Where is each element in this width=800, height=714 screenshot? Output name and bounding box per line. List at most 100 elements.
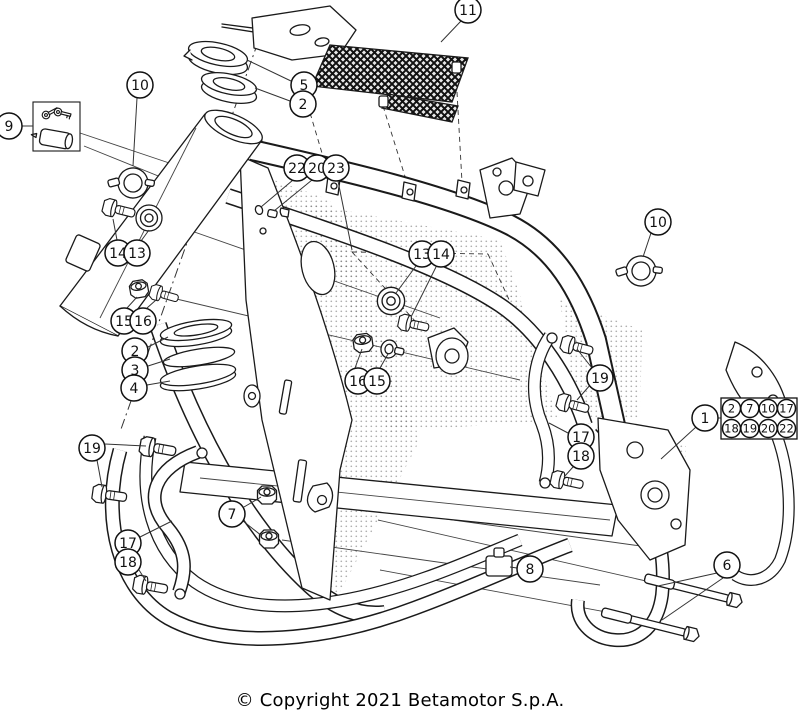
svg-text:11: 11: [459, 3, 477, 19]
svg-text:17: 17: [779, 402, 794, 416]
bracket-right: [527, 332, 558, 489]
part-balloon: 19: [586, 364, 614, 392]
svg-text:10: 10: [131, 78, 149, 94]
svg-text:13: 13: [413, 247, 431, 263]
part-balloon: 13: [123, 239, 151, 267]
part-balloon: 6: [713, 551, 741, 579]
part-balloon: 8: [516, 555, 544, 583]
nut-7-a: [256, 485, 278, 505]
part-balloon: 4: [120, 374, 148, 402]
part-balloon: 7: [218, 500, 246, 528]
part-balloon: 10: [644, 208, 672, 236]
svg-text:3: 3: [131, 363, 140, 379]
part-balloon: 17: [567, 423, 595, 451]
svg-text:6: 6: [723, 558, 732, 574]
part-balloon: 19: [78, 434, 106, 462]
part-balloon: 18: [114, 548, 142, 576]
svg-text:1: 1: [701, 411, 710, 427]
part-balloon: 23: [322, 154, 350, 182]
svg-text:9: 9: [5, 119, 14, 135]
part-balloon: 16: [129, 307, 157, 335]
svg-text:19: 19: [591, 371, 609, 387]
svg-text:18: 18: [572, 449, 590, 465]
svg-text:2: 2: [728, 402, 735, 416]
frame-rear-pivot-plate: [597, 417, 691, 561]
legend-balloon: 18: [721, 418, 742, 439]
svg-text:5: 5: [300, 78, 309, 94]
washer-stack: [159, 318, 237, 392]
svg-text:7: 7: [746, 402, 753, 416]
svg-text:20: 20: [308, 161, 326, 177]
svg-text:10: 10: [649, 215, 667, 231]
svg-text:16: 16: [349, 374, 367, 390]
svg-text:15: 15: [115, 314, 133, 330]
bushing-13-left: [135, 204, 163, 232]
legend-balloon: 17: [776, 398, 797, 419]
part-balloon: 22: [283, 154, 311, 182]
lock-cylinder: [30, 128, 74, 150]
lock-kit-box: [30, 101, 81, 152]
part-balloon: 14: [104, 239, 132, 267]
svg-text:14: 14: [109, 246, 127, 262]
legend-balloon: 22: [776, 418, 797, 439]
shock-mount-brackets: [479, 157, 546, 219]
svg-text:10: 10: [761, 402, 776, 416]
svg-text:8: 8: [526, 562, 535, 578]
part-balloon: 2: [289, 90, 317, 118]
part-balloon: 10: [126, 71, 154, 99]
svg-text:18: 18: [119, 555, 137, 571]
steering-ring-lower: [200, 71, 258, 105]
part-balloon: 18: [567, 442, 595, 470]
frame-mount-tabs: [306, 175, 471, 513]
legend-balloon: 19: [740, 418, 760, 439]
legend-balloon: 20: [758, 418, 778, 439]
skid-plate: [221, 5, 469, 123]
svg-text:20: 20: [761, 422, 776, 436]
part-balloon: 13: [408, 240, 436, 268]
legend-balloon: 2: [721, 398, 742, 419]
svg-text:19: 19: [83, 441, 101, 457]
svg-text:4: 4: [130, 381, 139, 397]
legend-balloon: 10: [758, 398, 778, 419]
copyright-text: © Copyright 2021 Betamotor S.p.A.: [235, 690, 565, 711]
frame-down-tube: [149, 322, 387, 624]
frame-cradle-tube-inner: [139, 435, 523, 613]
svg-text:15: 15: [368, 374, 386, 390]
svg-text:17: 17: [572, 430, 590, 446]
svg-text:23: 23: [327, 161, 345, 177]
svg-text:16: 16: [134, 314, 152, 330]
part-balloon: 11: [454, 0, 482, 24]
nut-plate-8: [485, 547, 513, 577]
nut-15-left: [128, 278, 150, 300]
clamp-right: [612, 249, 667, 294]
part-balloon: 15: [110, 307, 138, 335]
bracket-left: [147, 445, 208, 600]
legend-balloon: 7: [740, 398, 760, 419]
nut-16-center: [351, 332, 375, 354]
svg-text:22: 22: [288, 161, 306, 177]
part-balloon: 1: [691, 404, 719, 432]
part-balloon: 14: [427, 240, 455, 268]
svg-text:13: 13: [128, 246, 146, 262]
balloon-leader-lines: [22, 20, 724, 621]
svg-text:19: 19: [743, 422, 758, 436]
part-balloon: 9: [0, 112, 23, 140]
svg-text:2: 2: [131, 344, 140, 360]
steering-ring-upper: [183, 40, 249, 76]
part-balloon: 16: [344, 367, 372, 395]
svg-text:17: 17: [119, 536, 137, 552]
svg-text:18: 18: [724, 422, 739, 436]
head-tube: [59, 109, 263, 337]
fittings-22-20-23: [254, 204, 290, 235]
svg-text:14: 14: [432, 247, 450, 263]
svg-text:7: 7: [228, 507, 237, 523]
svg-text:22: 22: [779, 422, 794, 436]
nut-7-b: [258, 529, 280, 549]
frame-lower-beam: [225, 188, 593, 428]
svg-text:2: 2: [299, 97, 308, 113]
frame-right-rail: [731, 417, 795, 586]
